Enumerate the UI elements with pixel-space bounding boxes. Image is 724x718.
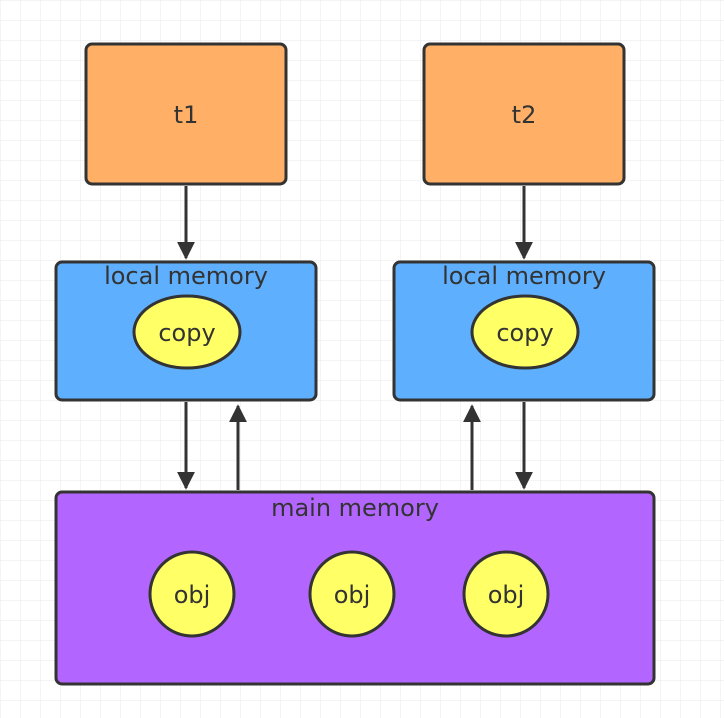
thread-box-t1: t1 xyxy=(84,42,288,186)
thread-label-t2: t2 xyxy=(512,101,537,129)
obj-label-1: obj xyxy=(174,581,211,609)
local-memory-box-2: local memory copy xyxy=(392,260,656,402)
copy-ellipse-2 xyxy=(470,294,580,370)
local-memory-label-2: local memory xyxy=(442,262,606,290)
obj-label-3: obj xyxy=(488,581,525,609)
obj-circle-1 xyxy=(148,550,236,638)
obj-label-2: obj xyxy=(334,581,371,609)
copy-ellipse-1 xyxy=(132,294,242,370)
local-memory-label-1: local memory xyxy=(104,262,268,290)
obj-circle-3 xyxy=(462,550,550,638)
thread-box-t2: t2 xyxy=(422,42,626,186)
obj-circle-2 xyxy=(308,550,396,638)
main-memory-label: main memory xyxy=(271,494,439,522)
local-memory-box-1: local memory copy xyxy=(54,260,318,402)
main-memory-box: main memory obj obj obj xyxy=(54,490,656,686)
copy-label-1: copy xyxy=(158,319,215,347)
thread-label-t1: t1 xyxy=(174,101,199,129)
copy-label-2: copy xyxy=(496,319,553,347)
